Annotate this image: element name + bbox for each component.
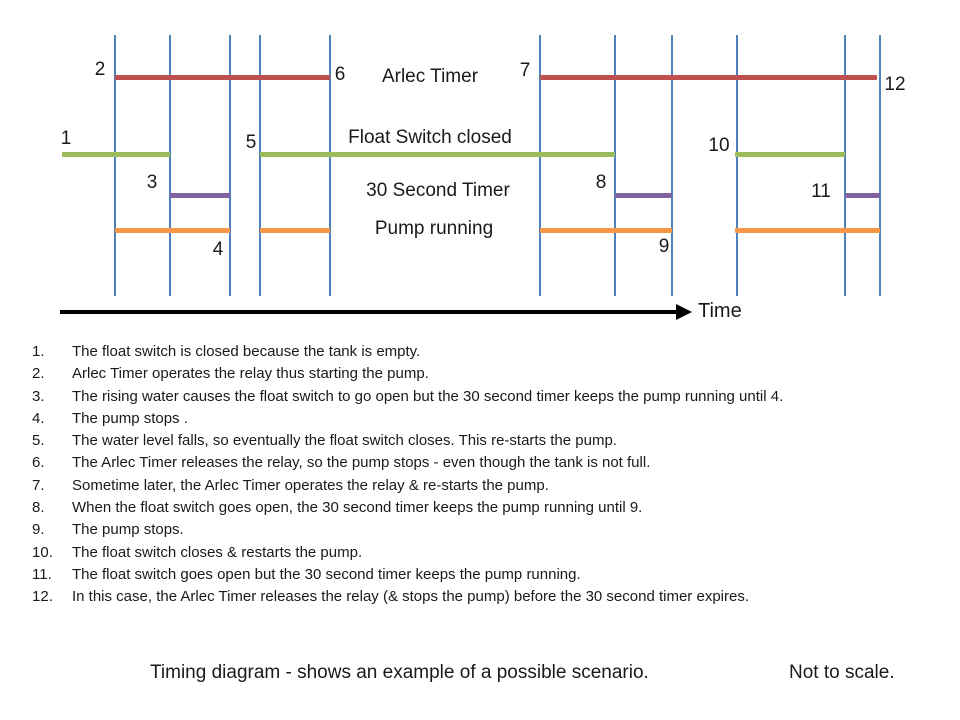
series-label-arlec-timer: Arlec Timer xyxy=(381,66,479,87)
note-item: The water level falls, so eventually the… xyxy=(32,430,617,453)
series-label-float-switch-closed: Float Switch closed xyxy=(348,127,512,148)
timeline-gridline xyxy=(229,35,231,296)
series-label-30-second-timer: 30 Second Timer xyxy=(366,180,510,201)
note-item: When the float switch goes open, the 30 … xyxy=(32,497,643,520)
event-label-1: 1 xyxy=(60,128,72,149)
pump-bar xyxy=(115,228,230,233)
timeline-gridline xyxy=(169,35,171,296)
time-arrow-line xyxy=(60,310,678,314)
event-label-9: 9 xyxy=(658,236,670,257)
timer30-bar xyxy=(615,193,672,198)
note-item: The pump stops. xyxy=(32,519,184,542)
float-switch-bar xyxy=(260,152,615,157)
event-label-2: 2 xyxy=(94,59,106,80)
note-item: The Arlec Timer releases the relay, so t… xyxy=(32,452,651,475)
note-item: Sometime later, the Arlec Timer operates… xyxy=(32,475,549,498)
event-label-5: 5 xyxy=(245,132,257,153)
caption-not-to-scale: Not to scale. xyxy=(789,662,895,683)
float-switch-bar xyxy=(735,152,845,157)
timeline-gridline xyxy=(736,35,738,296)
timeline-gridline xyxy=(614,35,616,296)
event-label-10: 10 xyxy=(708,135,730,156)
notes-list: The float switch is closed because the t… xyxy=(32,341,932,609)
event-label-11: 11 xyxy=(811,181,831,202)
note-item: Arlec Timer operates the relay thus star… xyxy=(32,363,429,386)
pump-bar xyxy=(260,228,330,233)
timeline-gridline xyxy=(329,35,331,296)
event-label-12: 12 xyxy=(884,74,906,95)
arlec-bar xyxy=(115,75,330,80)
timer30-bar xyxy=(845,193,880,198)
event-label-6: 6 xyxy=(334,64,346,85)
event-label-4: 4 xyxy=(212,239,224,260)
timeline-gridline xyxy=(539,35,541,296)
timeline-gridline xyxy=(844,35,846,296)
event-label-3: 3 xyxy=(146,172,158,193)
note-item: The pump stops . xyxy=(32,408,188,431)
note-item: The float switch is closed because the t… xyxy=(32,341,421,364)
pump-bar xyxy=(540,228,672,233)
event-label-7: 7 xyxy=(519,60,531,81)
timer30-bar xyxy=(170,193,230,198)
float-switch-bar xyxy=(62,152,170,157)
note-item: The float switch goes open but the 30 se… xyxy=(32,564,581,587)
timeline-gridline xyxy=(114,35,116,296)
time-axis-label: Time xyxy=(698,300,742,322)
arlec-bar xyxy=(540,75,877,80)
note-item: The rising water causes the float switch… xyxy=(32,386,784,409)
series-label-pump-running: Pump running xyxy=(374,218,494,239)
event-label-8: 8 xyxy=(595,172,607,193)
note-item: In this case, the Arlec Timer releases t… xyxy=(32,586,749,609)
caption-main: Timing diagram - shows an example of a p… xyxy=(150,662,649,683)
time-arrow-head-icon xyxy=(676,304,692,320)
pump-bar xyxy=(735,228,880,233)
timeline-gridline xyxy=(671,35,673,296)
timeline-gridline xyxy=(259,35,261,296)
timeline-gridline xyxy=(879,35,881,296)
note-item: The float switch closes & restarts the p… xyxy=(32,542,363,565)
